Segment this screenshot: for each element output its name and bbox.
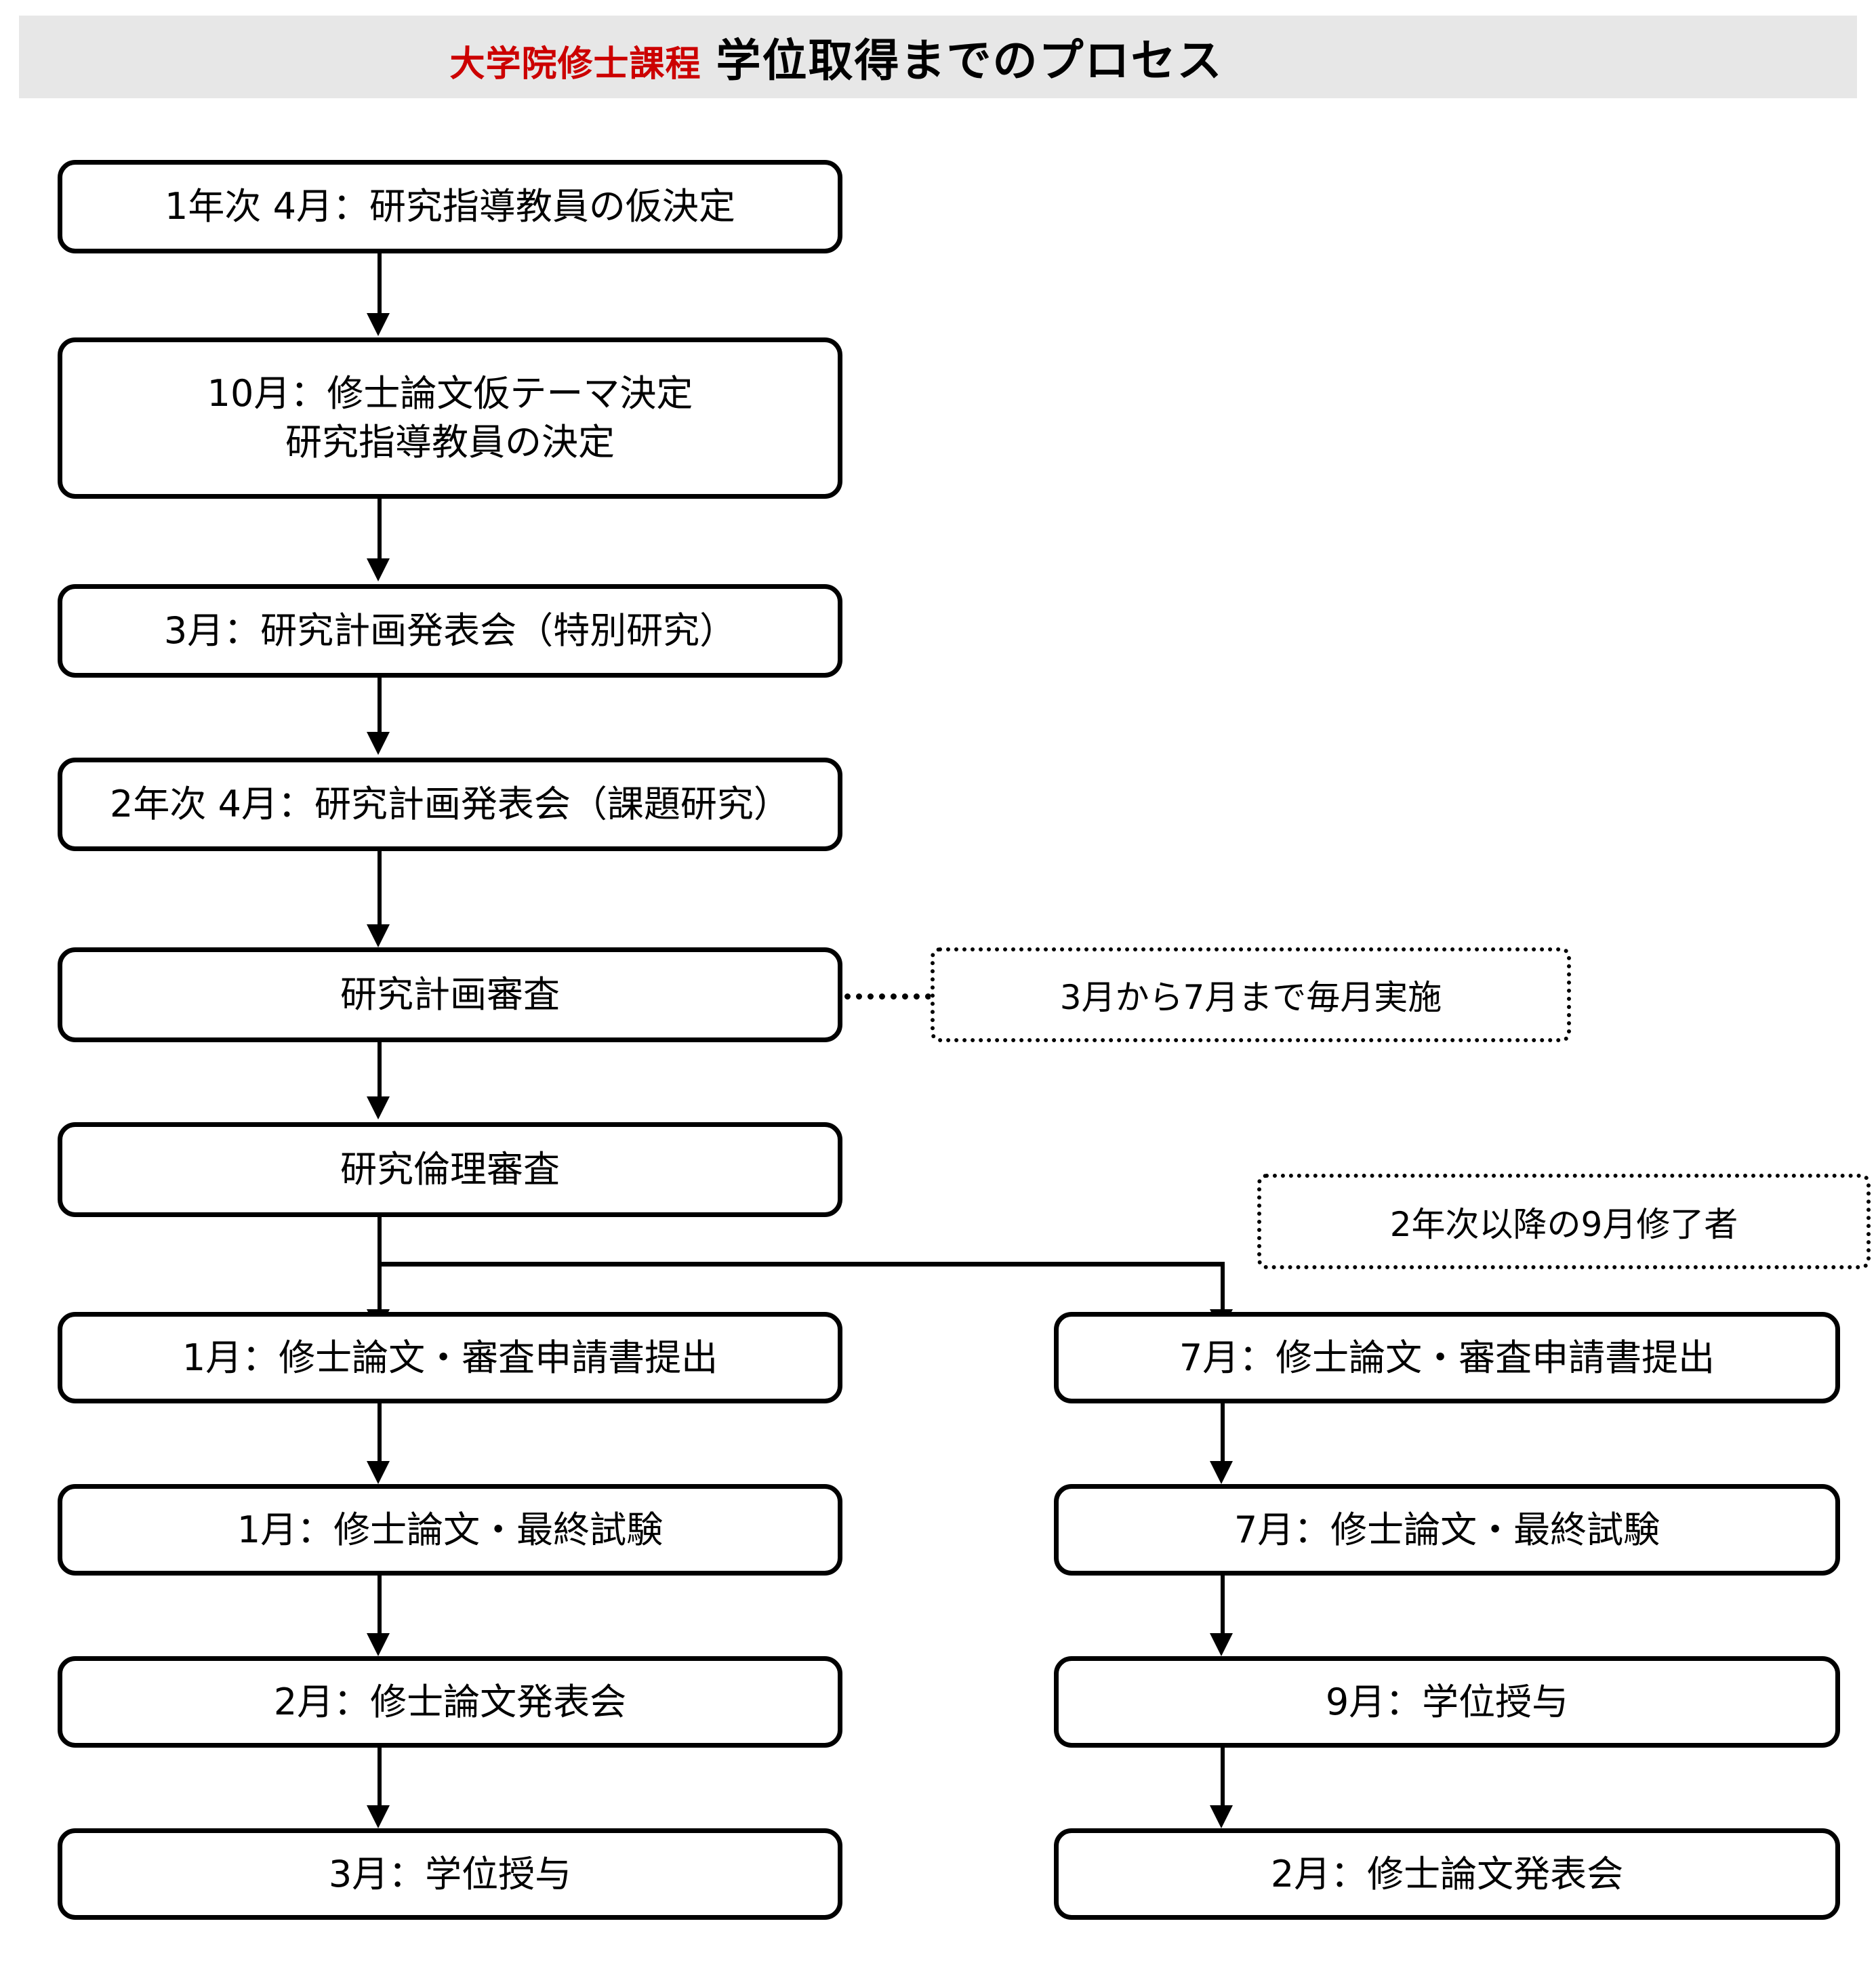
arrowhead-r1-r2 <box>1210 1461 1233 1484</box>
flow-node-label: 1年次 4月：研究指導教員の仮決定 <box>165 185 735 228</box>
connector-l2-l3 <box>378 1576 382 1635</box>
arrowhead-n1-n2 <box>367 313 390 336</box>
connector-branch-horizontal <box>378 1262 1225 1267</box>
connector-l1-l2 <box>378 1403 382 1463</box>
connector-r1-r2 <box>1221 1403 1225 1463</box>
arrowhead-n4-n5 <box>367 924 390 947</box>
arrowhead-l3-l4 <box>367 1805 390 1828</box>
flow-node-october-theme[interactable]: 10月：修士論文仮テーマ決定 研究指導教員の決定 <box>58 337 842 499</box>
connector-n3-n4 <box>378 678 382 733</box>
flow-node-label: 研究倫理審査 <box>340 1148 560 1191</box>
flow-node-label: 3月：学位授与 <box>328 1852 572 1895</box>
flow-node-left-january-final-exam[interactable]: 1月：修士論文・最終試験 <box>58 1484 842 1576</box>
connector-n1-n2 <box>378 253 382 314</box>
flow-node-label: 2年次 4月：研究計画発表会（課題研究） <box>110 783 790 826</box>
connector-n2-n3 <box>378 499 382 560</box>
flow-node-left-march-degree[interactable]: 3月：学位授与 <box>58 1828 842 1920</box>
flow-node-label: 1月：修士論文・最終試験 <box>237 1508 664 1551</box>
flow-node-march-plan-special[interactable]: 3月：研究計画発表会（特別研究） <box>58 584 842 678</box>
flow-node-label: 7月：修士論文・最終試験 <box>1233 1508 1660 1551</box>
connector-r3-r4 <box>1221 1748 1225 1807</box>
flow-node-year2-april-plan-task[interactable]: 2年次 4月：研究計画発表会（課題研究） <box>58 758 842 851</box>
flow-node-right-september-degree[interactable]: 9月：学位授与 <box>1054 1656 1840 1748</box>
page-title-main: 学位取得までのプロセス <box>716 35 1223 87</box>
flow-node-right-july-submission[interactable]: 7月：修士論文・審査申請書提出 <box>1054 1312 1840 1403</box>
flow-node-label: 2月：修士論文発表会 <box>1270 1852 1624 1895</box>
flow-node-label: 9月：学位授与 <box>1325 1680 1569 1723</box>
flow-node-left-february-presentation[interactable]: 2月：修士論文発表会 <box>58 1656 842 1748</box>
flow-node-right-july-final-exam[interactable]: 7月：修士論文・最終試験 <box>1054 1484 1840 1576</box>
page-title-prefix: 大学院修士課程 <box>449 44 701 85</box>
arrowhead-n3-n4 <box>367 732 390 755</box>
callout-september-completion-box: 2年次以降の9月修了者 <box>1257 1174 1871 1269</box>
flow-node-label-line2: 研究指導教員の決定 <box>285 421 615 464</box>
flow-node-label: 3月：研究計画発表会（特別研究） <box>163 609 737 653</box>
flow-node-left-january-submission[interactable]: 1月：修士論文・審査申請書提出 <box>58 1312 842 1403</box>
arrowhead-r2-r3 <box>1210 1633 1233 1656</box>
connector-l3-l4 <box>378 1748 382 1807</box>
flow-node-label: 1月：修士論文・審査申請書提出 <box>182 1336 718 1379</box>
arrowhead-r3-r4 <box>1210 1805 1233 1828</box>
flow-node-research-plan-review[interactable]: 研究計画審査 <box>58 947 842 1042</box>
flow-node-label: 2月：修士論文発表会 <box>273 1680 627 1723</box>
page-title-band: 大学院修士課程 学位取得までのプロセス <box>19 16 1857 98</box>
page-title: 大学院修士課程 学位取得までのプロセス <box>449 24 1223 89</box>
flow-node-label: 7月：修士論文・審査申請書提出 <box>1179 1336 1715 1379</box>
flow-node-right-february-presentation[interactable]: 2月：修士論文発表会 <box>1054 1828 1840 1920</box>
flow-node-research-ethics-review[interactable]: 研究倫理審査 <box>58 1122 842 1217</box>
callout-label: 2年次以降の9月修了者 <box>1389 1204 1738 1244</box>
flow-node-label-line1: 10月：修士論文仮テーマ決定 <box>207 372 693 415</box>
arrowhead-l2-l3 <box>367 1633 390 1656</box>
arrowhead-n5-n6 <box>367 1096 390 1119</box>
arrowhead-l1-l2 <box>367 1461 390 1484</box>
connector-r2-r3 <box>1221 1576 1225 1635</box>
flow-node-label: 研究計画審査 <box>340 973 560 1016</box>
connector-n5-n6 <box>378 1042 382 1098</box>
arrowhead-n2-n3 <box>367 558 390 581</box>
connector-n4-n5 <box>378 851 382 926</box>
callout-label: 3月から7月まで毎月実施 <box>1059 978 1442 1017</box>
flow-node-year1-april[interactable]: 1年次 4月：研究指導教員の仮決定 <box>58 160 842 253</box>
callout-monthly-march-to-july: 3月から7月まで毎月実施 <box>931 947 1571 1042</box>
callout-leader-line-1 <box>844 993 931 1000</box>
connector-branch-right-stem <box>1221 1262 1225 1312</box>
